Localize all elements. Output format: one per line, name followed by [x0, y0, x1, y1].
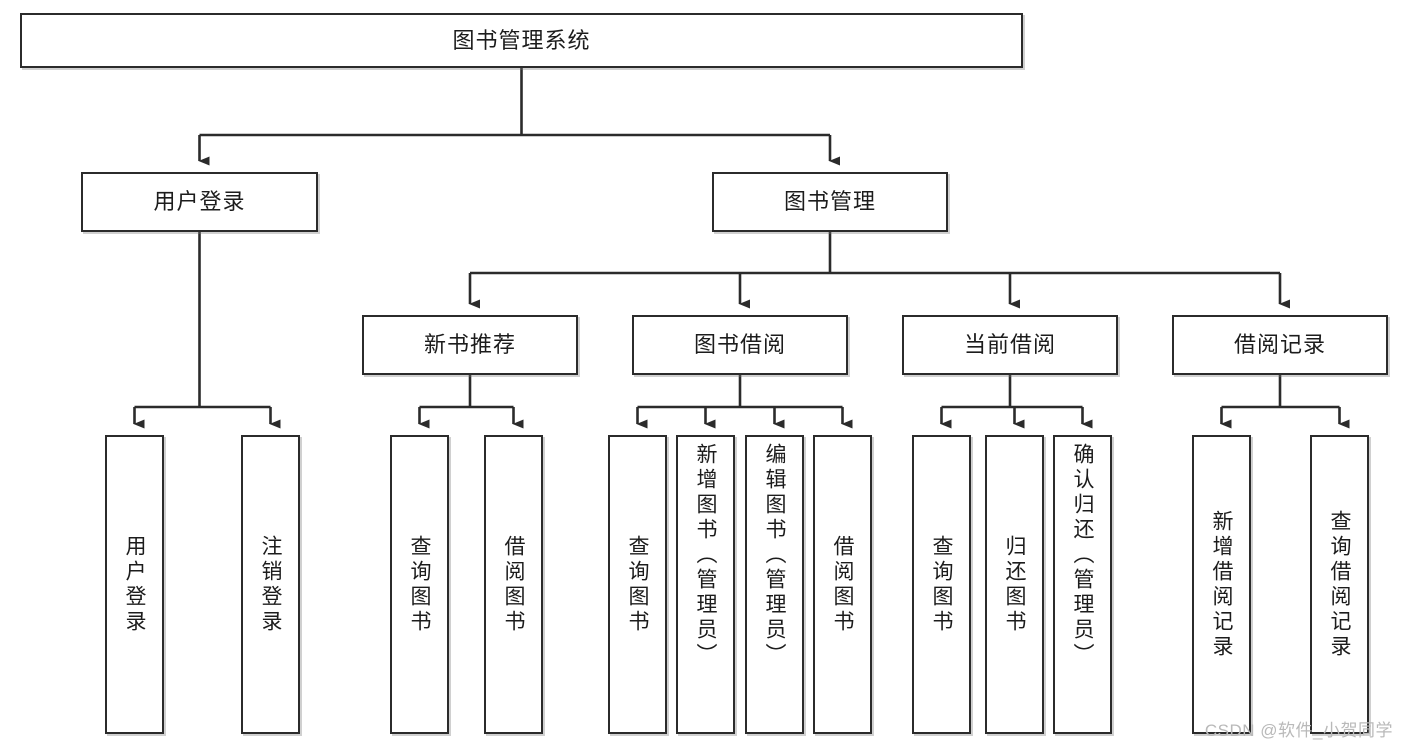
node-leaf-query-record[interactable]: 查询借阅记录	[1310, 435, 1369, 734]
node-borrow-record-label: 借阅记录	[1233, 332, 1326, 358]
node-root[interactable]: 图书管理系统	[20, 13, 1023, 68]
node-leaf-confirm-return-admin-label: 确认归还（管理员）	[1071, 443, 1094, 668]
node-book-manage[interactable]: 图书管理	[712, 172, 948, 232]
node-leaf-borrow-book-2-label: 借阅图书	[831, 534, 854, 635]
node-leaf-user-login[interactable]: 用户登录	[105, 435, 164, 734]
node-leaf-add-book-admin[interactable]: 新增图书（管理员）	[676, 435, 735, 734]
node-leaf-borrow-book-2[interactable]: 借阅图书	[813, 435, 872, 734]
node-leaf-logout[interactable]: 注销登录	[241, 435, 300, 734]
node-leaf-logout-label: 注销登录	[259, 534, 282, 635]
node-leaf-query-book-3[interactable]: 查询图书	[912, 435, 971, 734]
node-leaf-borrow-book-1-label: 借阅图书	[502, 534, 525, 635]
node-current-borrow[interactable]: 当前借阅	[902, 315, 1118, 375]
node-new-book-recommend[interactable]: 新书推荐	[362, 315, 578, 375]
node-new-book-recommend-label: 新书推荐	[423, 332, 516, 358]
node-leaf-user-login-label: 用户登录	[123, 534, 146, 635]
node-book-borrow-label: 图书借阅	[693, 332, 786, 358]
node-root-label: 图书管理系统	[452, 27, 591, 53]
node-leaf-add-record[interactable]: 新增借阅记录	[1192, 435, 1251, 734]
node-leaf-borrow-book-1[interactable]: 借阅图书	[484, 435, 543, 734]
node-leaf-query-book-2-label: 查询图书	[626, 534, 649, 635]
node-leaf-add-record-label: 新增借阅记录	[1210, 509, 1233, 660]
node-current-borrow-label: 当前借阅	[963, 332, 1056, 358]
node-leaf-return-book-label: 归还图书	[1003, 534, 1026, 635]
watermark: CSDN @软件_小贺同学	[1204, 721, 1393, 740]
node-leaf-query-book-1[interactable]: 查询图书	[390, 435, 449, 734]
node-book-manage-label: 图书管理	[783, 189, 876, 215]
node-leaf-query-book-2[interactable]: 查询图书	[608, 435, 667, 734]
node-leaf-edit-book-admin[interactable]: 编辑图书（管理员）	[745, 435, 804, 734]
node-leaf-add-book-admin-label: 新增图书（管理员）	[694, 443, 717, 668]
node-borrow-record[interactable]: 借阅记录	[1172, 315, 1388, 375]
node-leaf-edit-book-admin-label: 编辑图书（管理员）	[763, 443, 786, 668]
node-leaf-confirm-return-admin[interactable]: 确认归还（管理员）	[1053, 435, 1112, 734]
node-leaf-return-book[interactable]: 归还图书	[985, 435, 1044, 734]
node-book-borrow[interactable]: 图书借阅	[632, 315, 848, 375]
node-leaf-query-book-3-label: 查询图书	[930, 534, 953, 635]
node-leaf-query-record-label: 查询借阅记录	[1328, 509, 1351, 660]
node-user-login-label: 用户登录	[153, 189, 246, 215]
node-leaf-query-book-1-label: 查询图书	[408, 534, 431, 635]
node-user-login[interactable]: 用户登录	[81, 172, 318, 232]
